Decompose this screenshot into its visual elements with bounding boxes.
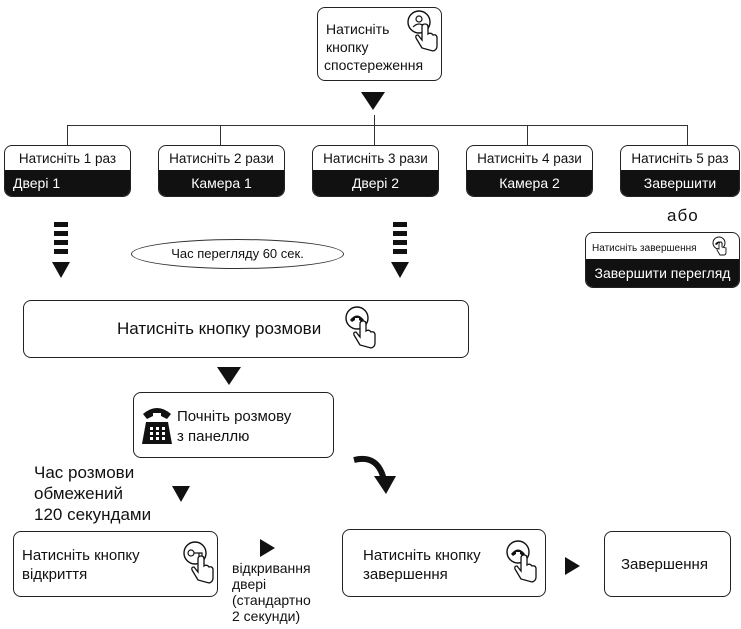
arrow-down-3: [172, 486, 190, 502]
talk-limit-line2: обмежений: [34, 484, 123, 503]
end-view-result: Завершити перегляд: [586, 259, 739, 287]
dashed-arrow-right-dash-2: [393, 231, 407, 236]
step-box-3: Натисніть 3 рази Двері 2: [312, 145, 439, 197]
step-result-1: Двері 1: [5, 170, 130, 196]
view-time-oval: Час перегляду 60 сек.: [131, 239, 344, 269]
bracket-center: [374, 115, 375, 125]
end-call-line1: Натисніть кнопку: [363, 547, 481, 564]
bracket-tick-2: [220, 125, 221, 145]
talk-limit-line1: Час розмови: [34, 463, 135, 482]
step-press-4: Натисніть 4 рази: [477, 151, 582, 166]
arrow-right-2: [565, 557, 580, 575]
talk-button-label: Натисніть кнопку розмови: [117, 319, 322, 338]
dashed-arrow-right-dash-3: [393, 240, 407, 245]
dashed-arrow-left-dash-1: [54, 222, 68, 227]
monitor-finger-icon: [407, 10, 438, 52]
end-call-box: Натисніть кнопку завершення: [342, 529, 546, 597]
dashed-arrow-left-dash-2: [54, 231, 68, 236]
start-talk-box: Почніть розмову з панеллю: [133, 392, 334, 458]
door-open-line1: відкривання: [232, 560, 311, 576]
end-call-line2: завершення: [363, 566, 448, 583]
door-open-line3: (стандартно: [232, 592, 311, 608]
unlock-line2: відкриття: [22, 566, 88, 583]
unlock-finger-icon: [183, 541, 214, 584]
dashed-arrow-right-head: [391, 262, 409, 278]
unlock-line1: Натисніть кнопку: [22, 547, 140, 564]
arrow-down-2: [217, 367, 241, 385]
start-talk-line2: з панеллю: [177, 428, 250, 445]
step-press-2: Натисніть 2 рази: [169, 151, 274, 166]
unlock-box: Натисніть кнопку відкриття: [13, 531, 218, 597]
step-result-5: Завершити: [621, 170, 739, 196]
bracket-tick-1: [67, 125, 68, 145]
bracket-tick-3: [374, 125, 375, 145]
dashed-arrow-right-dash-4: [393, 249, 407, 254]
finish-label: Завершення: [621, 556, 708, 573]
end-call-small-icon: [712, 236, 727, 256]
or-label: або: [667, 206, 699, 225]
step-result-2: Камера 1: [159, 170, 284, 196]
talk-finger-icon: [345, 306, 376, 349]
monitor-button-line1: Натисніть: [326, 21, 390, 37]
bracket-tick-5: [687, 125, 688, 145]
phone-icon: [142, 408, 172, 444]
dashed-arrow-left-head: [52, 262, 70, 278]
step-box-1: Натисніть 1 раз Двері 1: [4, 145, 131, 197]
talk-button-box: Натисніть кнопку розмови: [23, 300, 469, 358]
dashed-arrow-right-dash-1: [393, 222, 407, 227]
monitor-button-line2: кнопку: [326, 39, 369, 55]
end-view-press: Натисніть завершення: [592, 243, 697, 254]
bracket-line: [67, 125, 687, 126]
monitor-button-line3: спостереження: [324, 57, 424, 73]
step-box-4: Натисніть 4 рази Камера 2: [466, 145, 593, 197]
step-box-2: Натисніть 2 рази Камера 1: [158, 145, 285, 197]
talk-limit-line3: 120 секундами: [34, 505, 152, 524]
bracket-tick-4: [527, 125, 528, 145]
start-talk-line1: Почніть розмову: [177, 408, 292, 425]
monitor-button-box: Натисніть кнопку спостереження: [317, 7, 442, 81]
end-call-finger-icon: [506, 540, 537, 583]
step-press-3: Натисніть 3 рази: [323, 151, 428, 166]
finish-box: Завершення: [604, 531, 731, 597]
dashed-arrow-left-dash-4: [54, 249, 68, 254]
curved-arrow: [353, 456, 396, 494]
arrow-down-1: [361, 92, 385, 110]
step-press-5: Натисніть 5 раз: [631, 151, 729, 166]
arrow-right-1: [260, 539, 275, 557]
step-box-5: Натисніть 5 раз Завершити: [620, 145, 740, 197]
dashed-arrow-left-dash-3: [54, 240, 68, 245]
step-press-1: Натисніть 1 раз: [18, 151, 117, 166]
door-open-line2: двері: [232, 576, 267, 592]
end-view-box: Натисніть завершення Завершити перегляд: [585, 232, 740, 288]
step-result-4: Камера 2: [467, 170, 592, 196]
door-open-line4: 2 секунди): [232, 608, 301, 624]
view-time-label: Час перегляду 60 сек.: [171, 246, 304, 261]
step-result-3: Двері 2: [313, 170, 438, 196]
